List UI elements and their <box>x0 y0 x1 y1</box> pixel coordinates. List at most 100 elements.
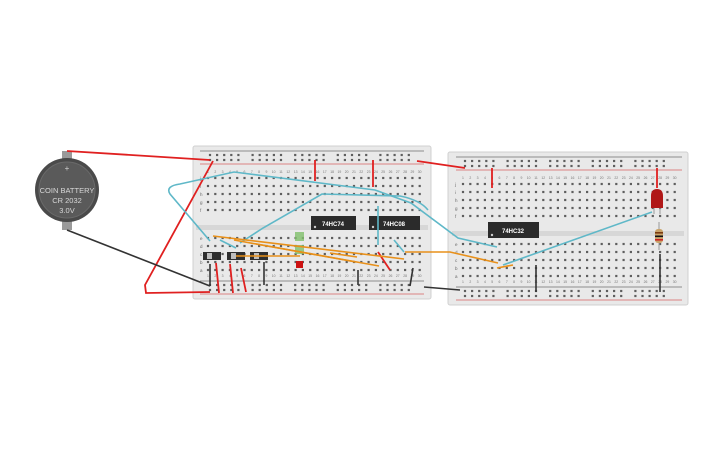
hole <box>287 192 290 196</box>
hole <box>389 236 392 240</box>
chip-74hc32[interactable]: 74HC32 <box>488 222 539 238</box>
hole <box>338 268 341 272</box>
hole <box>251 283 254 287</box>
wire-orange[interactable] <box>212 235 405 260</box>
column-number: 3 <box>222 170 224 174</box>
column-number: 21 <box>352 274 356 278</box>
hole <box>520 250 523 254</box>
battery-positive-tab <box>62 151 72 161</box>
column-number: 11 <box>534 176 538 180</box>
hole <box>607 250 611 254</box>
column-number: 14 <box>301 170 305 174</box>
hole <box>338 208 341 212</box>
hole <box>323 200 326 204</box>
wire-blue-mid[interactable] <box>239 193 429 244</box>
wire-orange[interactable] <box>496 264 514 269</box>
hole <box>651 266 654 270</box>
column-number: 29 <box>666 176 670 180</box>
hole <box>308 153 311 157</box>
hole <box>564 266 567 270</box>
hole <box>404 192 407 196</box>
resistor[interactable] <box>655 222 663 250</box>
wire-blue-tiny[interactable] <box>219 239 237 249</box>
coin-battery[interactable]: + COIN BATTERY CR 2032 3.0V <box>35 151 99 230</box>
hole <box>491 274 494 278</box>
hole <box>294 260 297 264</box>
hole <box>673 242 676 246</box>
hole <box>360 208 363 212</box>
wire-red-short[interactable] <box>240 267 247 293</box>
wire-red-short[interactable] <box>215 262 220 294</box>
hole <box>600 214 603 218</box>
wire-board-link-ground[interactable] <box>423 286 461 291</box>
hole <box>637 242 640 246</box>
wire-orange[interactable] <box>329 252 358 258</box>
hole <box>258 288 261 292</box>
hole <box>393 158 396 162</box>
hole <box>637 206 640 210</box>
hole <box>301 288 304 292</box>
hole <box>343 158 346 162</box>
chip-74hc08[interactable]: 74HC08 <box>369 216 420 230</box>
wire-battery-positive[interactable] <box>66 150 211 161</box>
hole <box>407 288 410 292</box>
column-number: 12 <box>286 170 290 174</box>
hole <box>382 208 385 212</box>
hole <box>498 242 501 246</box>
hole <box>294 288 297 292</box>
hole <box>236 176 239 180</box>
column-numbers: 1122334455667788991010111112121313141415… <box>207 170 677 284</box>
hole <box>622 198 625 202</box>
hole <box>316 176 319 180</box>
hole <box>389 192 392 196</box>
column-number: 24 <box>374 170 378 174</box>
chip-74hc74[interactable]: 74HC74 <box>311 216 356 230</box>
column-number: 17 <box>578 176 582 180</box>
wire-blue-long[interactable] <box>167 171 498 248</box>
hole <box>586 182 589 186</box>
wire-orange[interactable] <box>405 251 499 264</box>
wire-power-loop[interactable] <box>144 160 214 294</box>
hole <box>498 258 501 262</box>
hole <box>265 176 268 180</box>
hole <box>322 283 325 287</box>
hole <box>673 274 676 278</box>
hole <box>404 200 407 204</box>
hole <box>221 200 224 204</box>
slide-switch-1[interactable] <box>203 252 221 260</box>
hole <box>492 294 495 298</box>
column-number: 9 <box>265 170 267 174</box>
wire-orange[interactable] <box>255 243 357 263</box>
wire-battery-negative[interactable] <box>66 229 211 287</box>
hole <box>629 182 632 186</box>
hole <box>634 164 637 168</box>
hole <box>389 252 392 256</box>
hole <box>578 206 581 210</box>
wire-black-short[interactable] <box>409 267 414 287</box>
hole <box>622 274 625 278</box>
wire-blue-short[interactable] <box>393 239 405 253</box>
hole <box>331 176 334 180</box>
wire-red-short[interactable] <box>229 263 234 294</box>
hole <box>586 214 589 218</box>
hole <box>345 200 348 204</box>
hole <box>315 153 318 157</box>
pushbutton[interactable] <box>295 232 304 268</box>
hole <box>485 164 488 168</box>
wire-red-short[interactable] <box>377 251 391 271</box>
hole <box>411 176 414 180</box>
wire-board-link-power[interactable] <box>416 160 466 169</box>
column-number: 2 <box>214 274 216 278</box>
hole <box>593 190 596 194</box>
hole <box>564 206 567 210</box>
hole <box>615 190 618 194</box>
wire-blue-led[interactable] <box>502 211 653 266</box>
hole <box>483 250 486 254</box>
hole <box>534 258 538 262</box>
hole <box>331 184 334 188</box>
hole <box>331 200 334 204</box>
hole <box>301 268 304 272</box>
column-number: 28 <box>658 176 662 180</box>
led[interactable] <box>651 189 663 214</box>
column-number: 11 <box>279 274 283 278</box>
